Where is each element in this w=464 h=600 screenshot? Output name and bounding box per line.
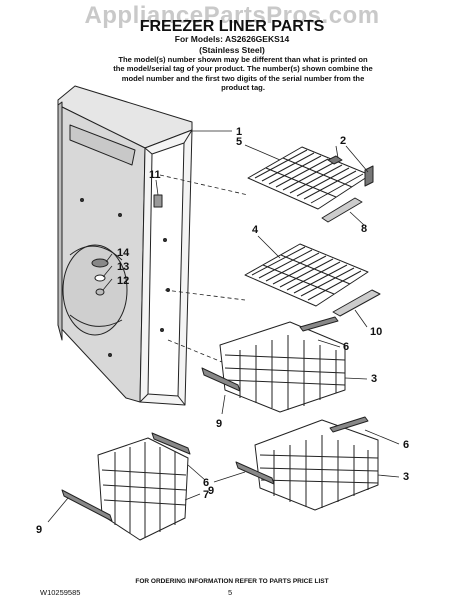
upper-wire-basket	[219, 321, 346, 413]
callout-7: 7	[203, 489, 209, 501]
page-number: 5	[228, 588, 233, 597]
callout-2: 2	[340, 135, 346, 147]
basket-slide-upper-left	[201, 367, 241, 392]
callout-12: 12	[117, 275, 129, 287]
callout-9-center: 9	[208, 485, 214, 497]
callout-6-left: 6	[203, 477, 209, 489]
basket-slide-left-upper	[151, 432, 191, 455]
callout-3-upper: 3	[371, 373, 377, 385]
shelf-support-right	[364, 165, 374, 187]
callout-6-upper: 6	[343, 341, 349, 353]
basket-slide-lower-right	[329, 416, 369, 433]
finish-subtitle: (Stainless Steel)	[199, 45, 265, 55]
callout-8: 8	[361, 223, 367, 235]
callout-5: 5	[236, 136, 242, 148]
callout-11: 11	[149, 169, 161, 181]
basket-slide-upper-right	[299, 316, 339, 332]
callout-3-lower: 3	[403, 471, 409, 483]
callout-9-left: 9	[36, 524, 42, 536]
basket-slide-lower-center	[235, 461, 275, 485]
shelf-clip	[153, 194, 163, 208]
callout-13: 13	[117, 261, 129, 273]
shelf-support-left	[327, 155, 343, 165]
explosion-lines	[159, 174, 249, 363]
ordering-info: FOR ORDERING INFORMATION REFER TO PARTS …	[135, 578, 329, 585]
model-note: The model(s) number shown may be differe…	[113, 55, 373, 92]
callout-1: 1	[236, 126, 242, 138]
callout-9-upper: 9	[216, 418, 222, 430]
basket-slide-left-lower	[61, 489, 113, 522]
freezer-liner	[57, 85, 193, 406]
page-title: FREEZER LINER PARTS	[139, 18, 325, 35]
shelf-trim-lower	[332, 289, 381, 317]
light-socket-parts	[91, 258, 109, 296]
lower-wire-shelf	[244, 243, 369, 307]
callout-6-right: 6	[403, 439, 409, 451]
callout-14: 14	[117, 247, 130, 259]
watermark: AppliancePartsPros.com	[84, 2, 380, 29]
leader-lines	[47, 130, 400, 523]
document-code: W10259585	[40, 588, 81, 597]
lower-right-wire-basket	[254, 419, 379, 511]
model-line: For Models: AS2626GEKS14	[174, 34, 290, 44]
shelf-trim-upper	[321, 197, 363, 223]
callout-10: 10	[370, 326, 382, 338]
callout-4: 4	[252, 224, 259, 236]
lower-left-wire-basket	[97, 437, 189, 541]
